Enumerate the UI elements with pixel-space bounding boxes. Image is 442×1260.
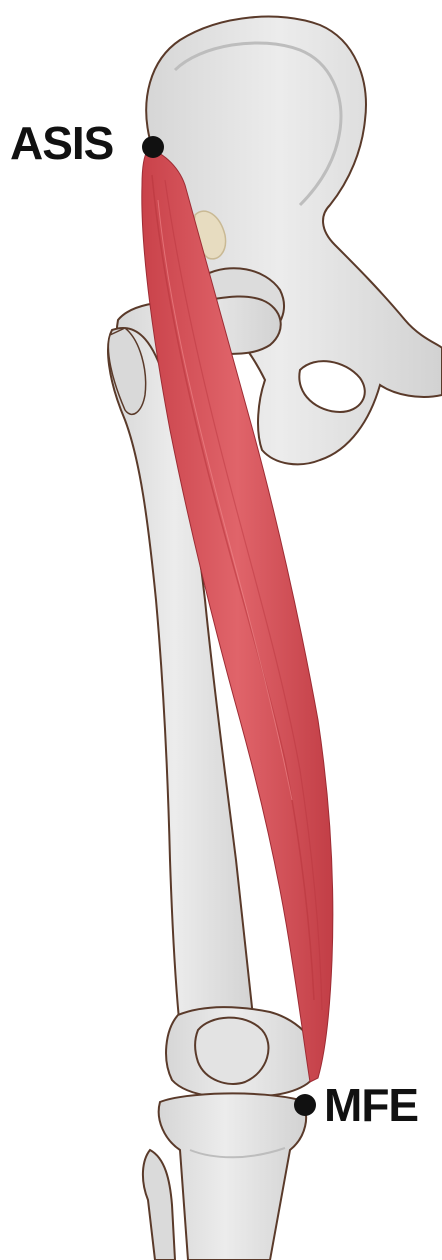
patella [195, 1018, 268, 1084]
asis-marker [142, 136, 164, 158]
asis-label: ASIS [10, 120, 113, 166]
lower-leg [143, 1093, 306, 1260]
mfe-marker [294, 1094, 316, 1116]
tibia-plateau [159, 1093, 306, 1260]
fibula [143, 1150, 175, 1260]
mfe-label: MFE [324, 1082, 418, 1128]
